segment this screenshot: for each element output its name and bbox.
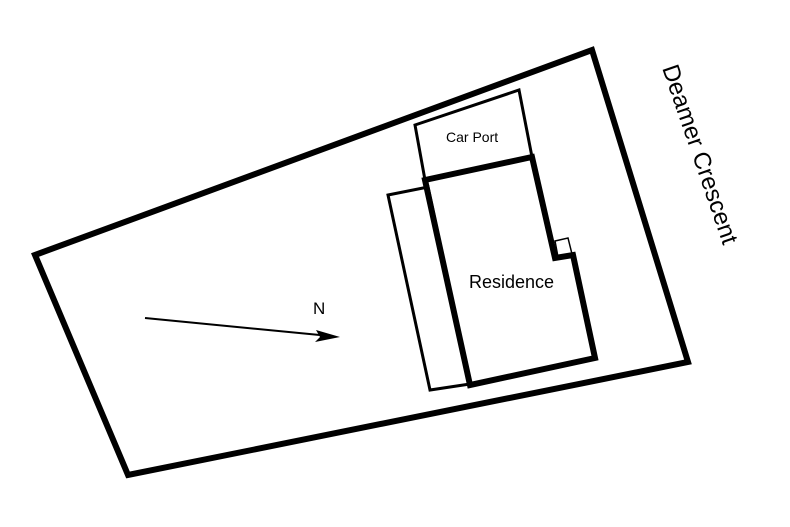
arrow-head-icon: [315, 330, 340, 342]
residence-label: Residence: [469, 272, 554, 292]
street-label: Deamer Crescent: [656, 61, 743, 248]
annex-outline: [386, 185, 472, 392]
small-outbuilding: [554, 237, 573, 258]
lot-boundary: [31, 46, 692, 479]
carport-label: Car Port: [446, 129, 498, 145]
north-label: N: [313, 299, 325, 318]
residence-outline: [421, 153, 599, 389]
north-arrow: [144, 317, 340, 342]
